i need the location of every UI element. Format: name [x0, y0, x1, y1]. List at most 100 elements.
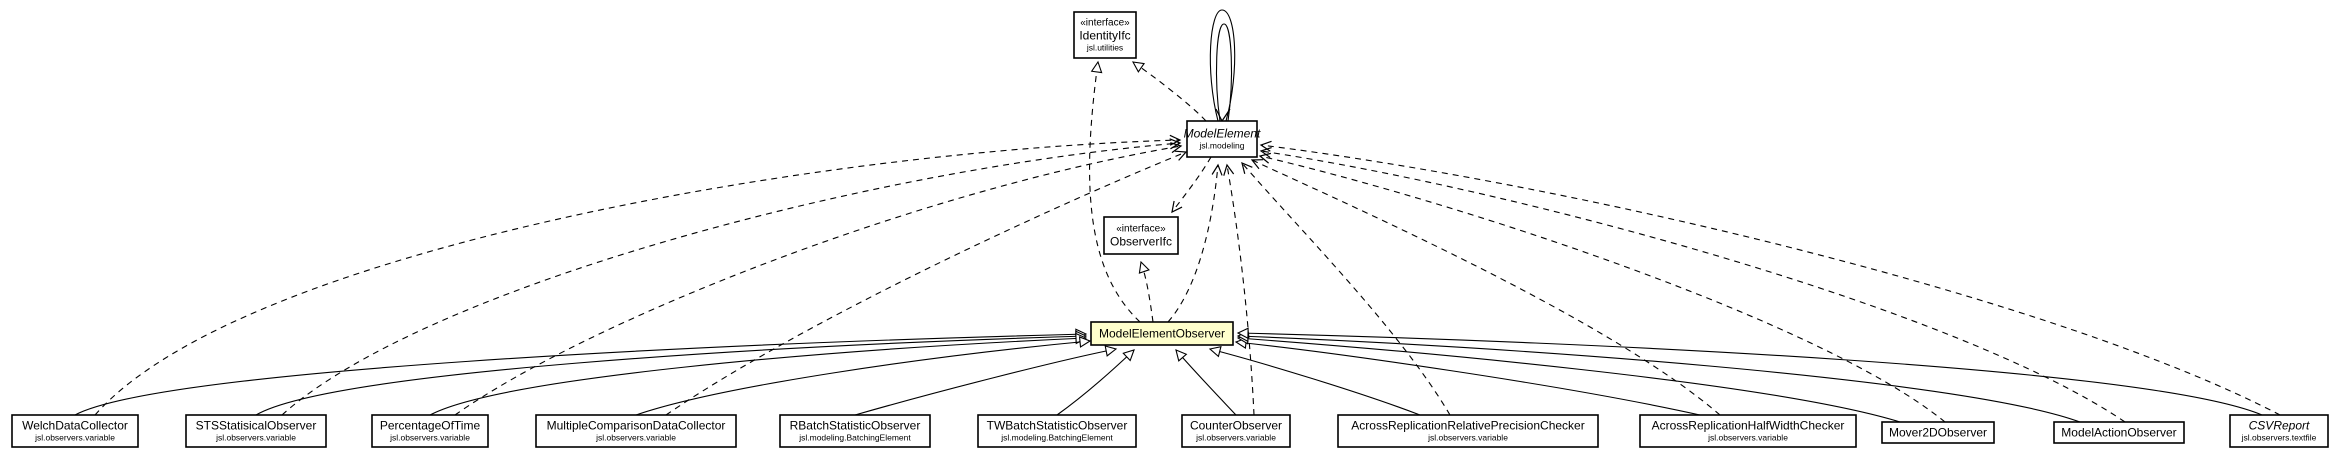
hollow-triangle-arrowhead — [1208, 345, 1222, 358]
class-box-frame — [1186, 120, 1258, 158]
self-association-line — [1215, 23, 1233, 122]
open-arrowhead — [1258, 152, 1272, 164]
class-box-mover2dobserver[interactable]: Mover2DObserver — [1881, 421, 1995, 444]
class-name: WelchDataCollector — [22, 419, 128, 433]
class-box-frame — [2229, 414, 2329, 448]
class-nodes: «interface»IdentityIfcjsl.utilitiesModel… — [11, 11, 2329, 448]
generalization-line — [1235, 341, 1701, 416]
class-box-frame — [185, 414, 327, 448]
edge-generalization — [1175, 349, 1237, 416]
class-box-stsstatisicalobserver[interactable]: STSStatisicalObserverjsl.observers.varia… — [185, 414, 327, 448]
class-name: CSVReport — [2249, 419, 2310, 433]
open-arrowhead — [1259, 146, 1272, 158]
edge-dependency — [1250, 159, 1721, 416]
class-name: MultipleComparisonDataCollector — [547, 419, 726, 433]
hollow-triangle-arrowhead — [1175, 349, 1188, 362]
edge-dependency — [1259, 146, 2126, 423]
dependency-line — [1251, 159, 1721, 416]
package-name: jsl.observers.variable — [1195, 433, 1276, 443]
edge-generalization — [74, 328, 1088, 416]
edge-generalization — [1236, 327, 2263, 416]
class-name: AcrossReplicationHalfWidthChecker — [1652, 419, 1845, 433]
generalization-line — [854, 348, 1117, 416]
edge-generalization — [635, 336, 1092, 416]
generalization-line — [429, 337, 1087, 416]
class-name: CounterObserver — [1190, 419, 1282, 433]
edge-dependency — [665, 150, 1188, 416]
generalization-line — [74, 333, 1087, 416]
package-name: jsl.observers.variable — [34, 433, 115, 443]
class-name: ModelActionObserver — [2061, 426, 2176, 440]
package-name: jsl.observers.textfile — [2241, 433, 2317, 443]
open-arrowhead — [1174, 150, 1188, 161]
class-box-twbatchstatisticobserver[interactable]: TWBatchStatisticObserverjsl.modeling.Bat… — [977, 414, 1137, 448]
class-name: ModelElement — [1184, 127, 1261, 141]
hollow-triangle-arrowhead — [1122, 349, 1135, 362]
open-arrowhead — [1170, 142, 1183, 154]
class-box-frame — [1337, 414, 1599, 448]
class-box-acrossreplicationhalfwidthchecker[interactable]: AcrossReplicationHalfWidthCheckerjsl.obs… — [1639, 414, 1857, 448]
class-name: TWBatchStatisticObserver — [987, 419, 1128, 433]
edge-generalization — [1236, 332, 1901, 423]
class-box-frame — [1181, 414, 1291, 448]
class-box-acrossreplicationrelativeprecisionchecker[interactable]: AcrossReplicationRelativePrecisionChecke… — [1337, 414, 1599, 448]
relationship-edges — [74, 9, 2281, 423]
package-name: jsl.modeling.BatchingElement — [798, 433, 911, 443]
dependency-line — [1259, 155, 1946, 423]
edge-dependency — [1223, 163, 1255, 416]
open-arrowhead — [1250, 159, 1264, 170]
edge-generalization — [1208, 345, 1421, 416]
class-box-rbatchstatisticobserver[interactable]: RBatchStatisticObserverjsl.modeling.Batc… — [779, 414, 931, 448]
hollow-triangle-arrowhead — [1131, 61, 1146, 73]
package-name: jsl.observers.variable — [389, 433, 470, 443]
dependency-line — [94, 139, 1181, 416]
open-arrowhead — [1211, 163, 1223, 176]
class-box-frame — [977, 414, 1137, 448]
class-box-observerifc[interactable]: «interface»ObserverIfc — [1103, 216, 1179, 255]
class-box-frame — [1073, 11, 1137, 59]
class-box-frame — [2053, 421, 2185, 444]
class-name: RBatchStatisticObserver — [790, 419, 921, 433]
hollow-triangle-arrowhead — [1104, 345, 1118, 357]
hollow-triangle-arrowhead — [1138, 260, 1150, 274]
package-name: jsl.modeling — [1199, 141, 1245, 151]
edge-dependency — [1258, 152, 1946, 423]
package-name: jsl.observers.variable — [595, 433, 676, 443]
edge-dependency — [1171, 156, 1212, 214]
edge-generalization — [854, 345, 1118, 416]
dependency-line — [1167, 164, 1219, 323]
hollow-triangle-arrowhead — [1090, 60, 1103, 74]
class-box-multiplecomparisondatacollector[interactable]: MultipleComparisonDataCollectorjsl.obser… — [535, 414, 737, 448]
edge-dependency — [1241, 161, 1451, 416]
class-box-modelelementobserver[interactable]: ModelElementObserver — [1090, 321, 1234, 346]
dependency-line — [1260, 150, 2126, 423]
class-name: ObserverIfc — [1110, 235, 1172, 249]
class-box-frame — [1090, 321, 1234, 346]
realization-line — [1089, 61, 1141, 323]
dependency-line — [281, 142, 1181, 416]
open-arrowhead — [1171, 200, 1183, 214]
open-arrowhead — [1223, 163, 1235, 176]
open-arrowhead — [1241, 161, 1253, 174]
generalization-line — [1237, 335, 2081, 423]
edge-generalization — [1056, 349, 1135, 416]
dependency-line — [665, 151, 1187, 416]
stereotype: «interface» — [1116, 224, 1166, 235]
generalization-line — [1209, 348, 1421, 416]
class-box-frame — [1639, 414, 1857, 448]
edge-association — [1209, 9, 1236, 123]
self-association-line — [1209, 9, 1236, 122]
class-name: AcrossReplicationRelativePrecisionChecke… — [1351, 419, 1584, 433]
edge-realization — [1138, 260, 1154, 323]
class-box-frame — [535, 414, 737, 448]
generalization-line — [635, 340, 1091, 416]
class-box-modelactionobserver[interactable]: ModelActionObserver — [2053, 421, 2185, 444]
class-name: STSStatisicalObserver — [196, 419, 317, 433]
realization-line — [1132, 61, 1207, 122]
